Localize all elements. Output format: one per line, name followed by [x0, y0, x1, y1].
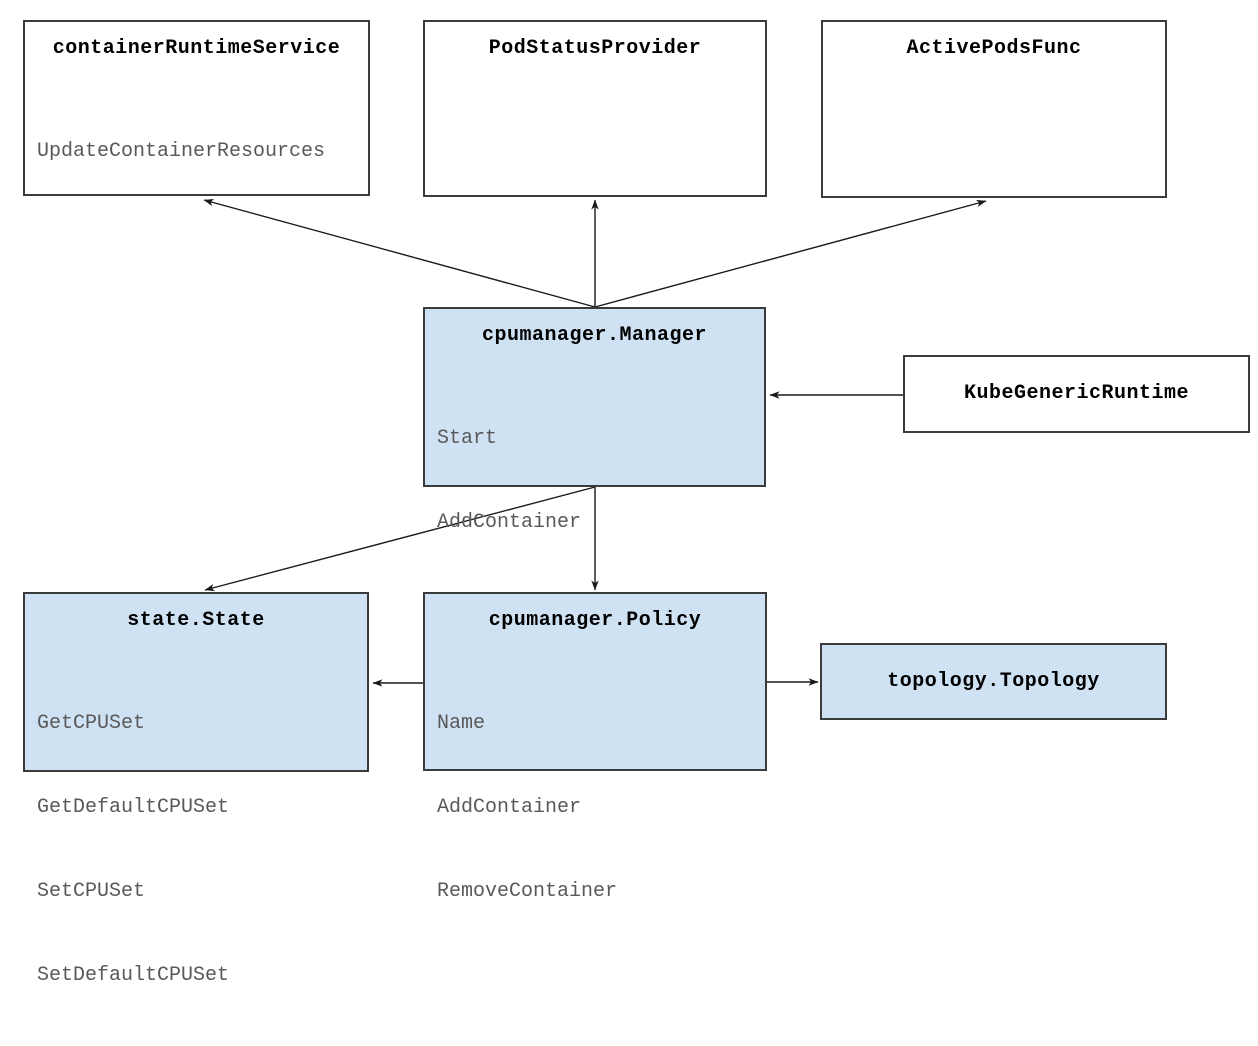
diagram-canvas: containerRuntimeService UpdateContainerR…	[23, 20, 1250, 987]
box-pod-status-provider: PodStatusProvider	[423, 20, 767, 197]
box-method-list: UpdateContainerResources	[25, 82, 368, 222]
method-label: UpdateContainerResources	[37, 140, 326, 163]
box-title: PodStatusProvider	[488, 37, 702, 60]
box-cpumanager-manager: cpumanager.Manager Start AddContainer Re…	[423, 307, 766, 702]
arrow-manager-to-state-state	[204, 486, 596, 592]
method-label: AddContainer	[437, 511, 582, 534]
box-title: containerRuntimeService	[52, 37, 341, 60]
box-title: ActivePodsFunc	[906, 37, 1082, 60]
method-label: Name	[437, 712, 486, 735]
box-cpumanager-policy: cpumanager.Policy Name AddContainer Remo…	[423, 592, 767, 903]
arrow-manager-to-active-pods-func	[594, 199, 987, 308]
arrow-manager-to-container-runtime-service	[203, 198, 596, 308]
arrow-layer	[203, 198, 987, 687]
box-title: topology.Topology	[887, 669, 1100, 693]
box-active-pods-func: ActivePodsFunc	[821, 20, 1167, 198]
box-title: KubeGenericRuntime	[963, 382, 1190, 405]
box-kube-generic-runtime: KubeGenericRuntime	[903, 355, 1250, 433]
box-method-list: Name AddContainer RemoveContainer	[425, 654, 765, 962]
method-label: RemoveContainer	[437, 880, 618, 903]
method-label: GetDefaultCPUSet	[37, 796, 230, 819]
box-container-runtime-service: containerRuntimeService UpdateContainerR…	[23, 20, 370, 196]
method-label: GetCPUSet	[37, 712, 146, 735]
method-label: Start	[437, 427, 498, 450]
box-state-state: state.State GetCPUSet GetDefaultCPUSet S…	[23, 592, 369, 987]
box-topology-topology: topology.Topology	[820, 643, 1167, 720]
box-title: state.State	[127, 609, 265, 632]
method-label: AddContainer	[437, 796, 582, 819]
method-label: SetDefaultCPUSet	[37, 964, 230, 987]
box-title: cpumanager.Policy	[488, 609, 702, 632]
method-label: SetCPUSet	[37, 880, 146, 903]
box-method-list: GetCPUSet GetDefaultCPUSet SetCPUSet Set…	[25, 654, 367, 1046]
box-title: cpumanager.Manager	[481, 324, 708, 347]
